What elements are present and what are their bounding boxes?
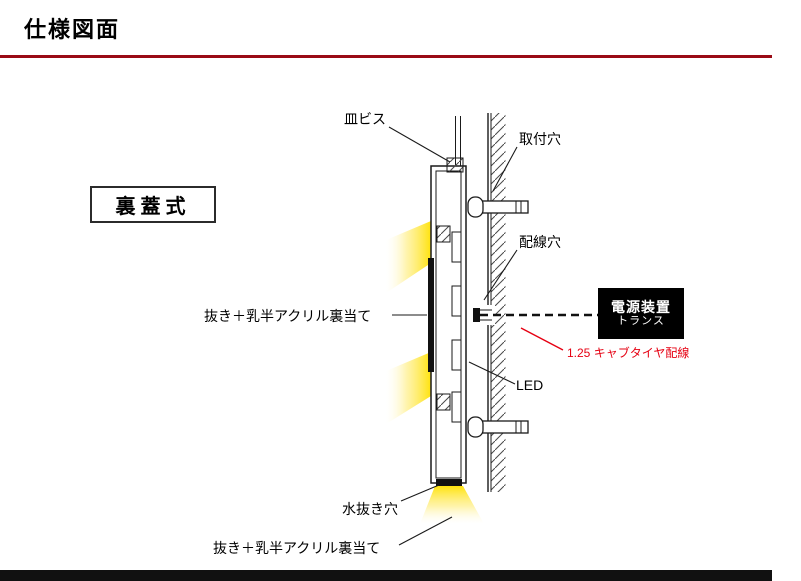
footer-bar — [0, 570, 772, 581]
glow-beam-top — [386, 221, 431, 293]
bottom-acrylic-bar — [436, 479, 462, 486]
label-face-backing: 抜き＋乳半アクリル裏当て — [204, 308, 372, 324]
countersunk-screw — [446, 157, 464, 173]
mounting-bolt-bottom — [467, 416, 529, 438]
leader-lines — [388, 126, 518, 546]
label-drain-hole: 水抜き穴 — [342, 501, 398, 517]
page-title: 仕様図面 — [24, 17, 121, 42]
power-unit-title: 電源装置 — [611, 299, 671, 315]
power-unit-box: 電源装置 トランス — [598, 288, 684, 339]
type-label-box: 裏蓋式 — [90, 186, 216, 223]
face-acrylic-bar — [428, 258, 434, 372]
label-countersunk-screw: 皿ビス — [344, 111, 386, 127]
label-mounting-hole: 取付穴 — [519, 131, 561, 147]
type-label: 裏蓋式 — [115, 196, 191, 218]
led-modules — [451, 231, 462, 423]
header-rule — [0, 55, 772, 58]
label-led: LED — [516, 377, 544, 393]
sign-cross-section — [428, 157, 467, 486]
wall-hatch — [491, 113, 506, 492]
mounting-bolt-top — [467, 196, 529, 218]
wiring-hole-fitting — [473, 305, 495, 325]
power-unit-subtitle: トランス — [617, 315, 665, 327]
label-wiring-hole: 配線穴 — [519, 234, 561, 250]
cable-note-leader — [520, 327, 564, 351]
glow-beam-under — [420, 486, 484, 524]
cable-note: 1.25 キャブタイヤ配線 — [567, 346, 690, 360]
glow-beam-bottom — [386, 352, 431, 424]
label-bottom-backing: 抜き＋乳半アクリル裏当て — [213, 540, 381, 556]
